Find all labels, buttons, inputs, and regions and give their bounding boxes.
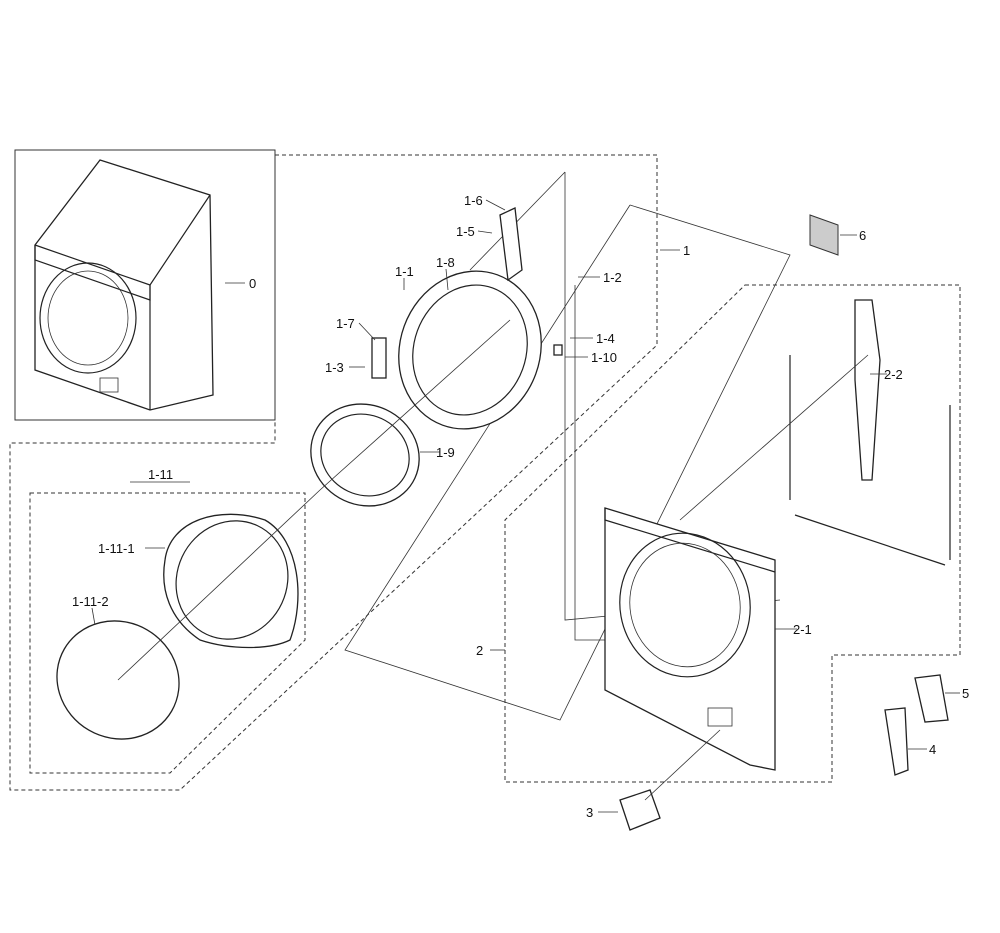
- label-1-11: 1-11: [148, 467, 173, 482]
- front-panel: [604, 507, 776, 771]
- label-2: 2: [476, 643, 483, 658]
- label-1-2: 1-2: [603, 270, 622, 285]
- door-gasket: [310, 403, 420, 507]
- switch-part-5: [914, 674, 949, 723]
- frame-strip: [854, 299, 881, 481]
- label-1-5: 1-5: [456, 224, 475, 239]
- label-6: 6: [859, 228, 866, 243]
- label-2-2: 2-2: [884, 367, 903, 382]
- washer-overview-drawing: [34, 159, 214, 411]
- switch-part-4: [884, 707, 909, 776]
- label-1-8: 1-8: [436, 255, 455, 270]
- assembly-1-11-boundary: [29, 492, 306, 774]
- leader-lines: [91, 199, 960, 813]
- label-1-6: 1-6: [464, 193, 483, 208]
- label-5: 5: [962, 686, 969, 701]
- label-1-11-2: 1-11-2: [72, 594, 109, 609]
- door-hinge-ring: [398, 270, 542, 430]
- assembly-2-boundary: [504, 284, 961, 783]
- leader-strip: [679, 354, 869, 521]
- door-lock-part: [499, 207, 523, 282]
- label-4: 4: [929, 742, 936, 757]
- assembly-1-boundary: [9, 154, 658, 791]
- label-3: 3: [586, 805, 593, 820]
- hinge-part: [371, 337, 387, 379]
- plane-line-b: [344, 204, 791, 721]
- cover-part: [619, 789, 661, 831]
- pad-part: [809, 214, 839, 256]
- label-1-1: 1-1: [395, 264, 414, 279]
- label-1: 1: [683, 243, 690, 258]
- small-clip-part: [553, 344, 563, 356]
- axis-line: [117, 489, 321, 681]
- label-2-1: 2-1: [793, 622, 812, 637]
- label-1-9: 1-9: [436, 445, 455, 460]
- axis-line-2: [319, 319, 511, 491]
- door-outer-frame: [163, 513, 299, 649]
- seal-strips: [789, 355, 951, 566]
- label-0: 0: [249, 276, 256, 291]
- label-1-10: 1-10: [591, 350, 617, 365]
- label-1-3: 1-3: [325, 360, 344, 375]
- label-1-7: 1-7: [336, 316, 355, 331]
- label-1-11-1: 1-11-1: [98, 541, 135, 556]
- label-1-4: 1-4: [596, 331, 615, 346]
